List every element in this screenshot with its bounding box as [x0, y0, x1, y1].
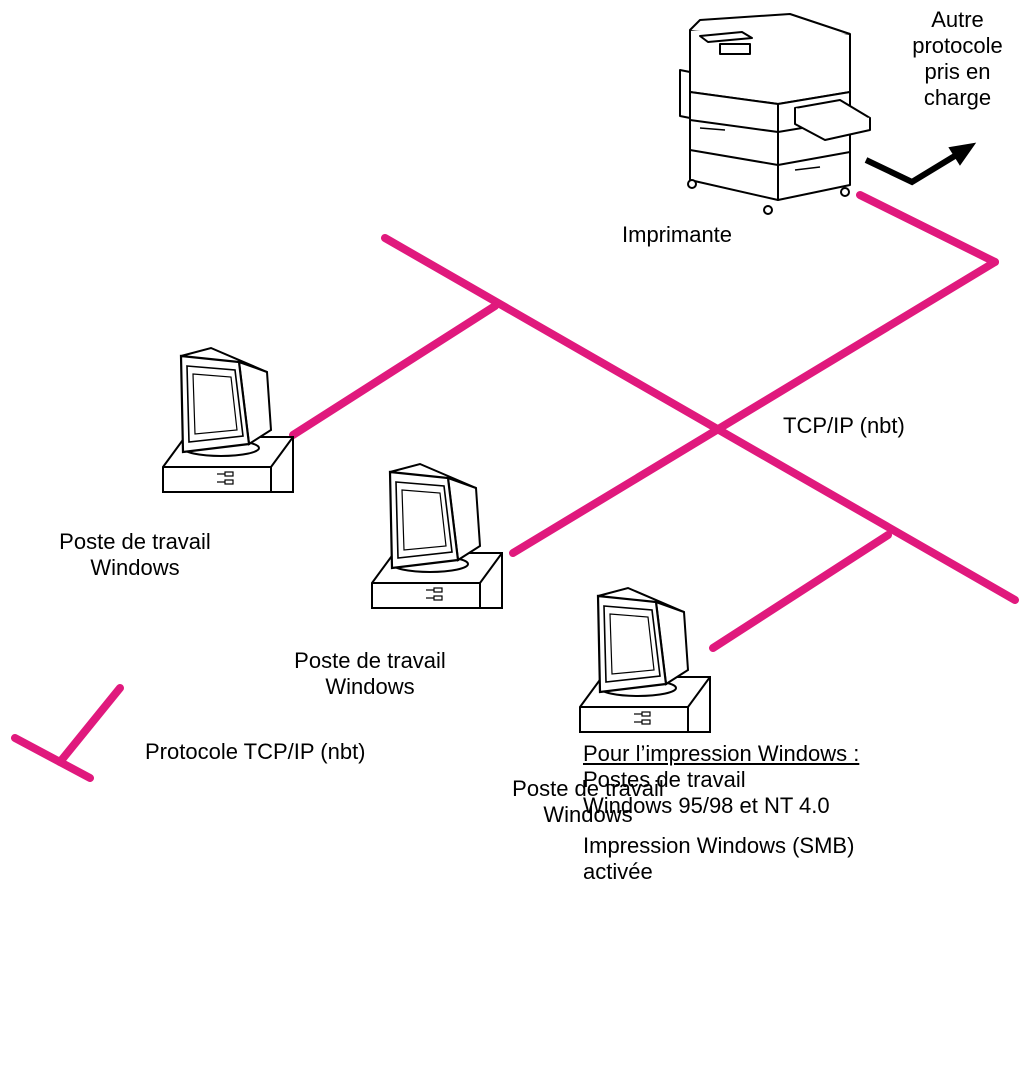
network-lines [289, 191, 1019, 652]
network-line-ws3 [709, 531, 892, 652]
computer-icon [578, 586, 712, 734]
network-line-ws1 [289, 302, 499, 439]
notes-smb-line: activée [583, 859, 653, 884]
network-line-printer-branch [509, 258, 999, 557]
printer-icon [679, 13, 871, 215]
network-label: TCP/IP (nbt) [783, 413, 905, 438]
computer-icon [370, 462, 504, 610]
printer-label: Imprimante [622, 222, 733, 247]
network-line-printer-link [856, 191, 999, 266]
network-line-icon [11, 684, 124, 782]
other-protocol-label: Autre protocole pris en charge [912, 7, 1003, 110]
network-line-main [381, 234, 1019, 604]
notes-heading: Pour l’impression Windows : [583, 741, 860, 766]
notes-smb-line: Impression Windows (SMB) [583, 833, 855, 858]
workstation-label-3: Poste de travail Windows [512, 776, 664, 827]
computer-icon [161, 346, 295, 494]
workstation-label-1: Poste de travail Windows [59, 529, 211, 580]
notes-line: Windows 95/98 et NT 4.0 [583, 793, 830, 818]
other-protocol-arrow [864, 142, 977, 186]
workstation-label-2: Poste de travail Windows [294, 648, 446, 699]
legend-label: Protocole TCP/IP (nbt) [145, 739, 366, 764]
notes-line: Postes de travail [583, 767, 746, 792]
windows-printing-notes: Pour l’impression Windows : Postes de tr… [583, 741, 859, 885]
